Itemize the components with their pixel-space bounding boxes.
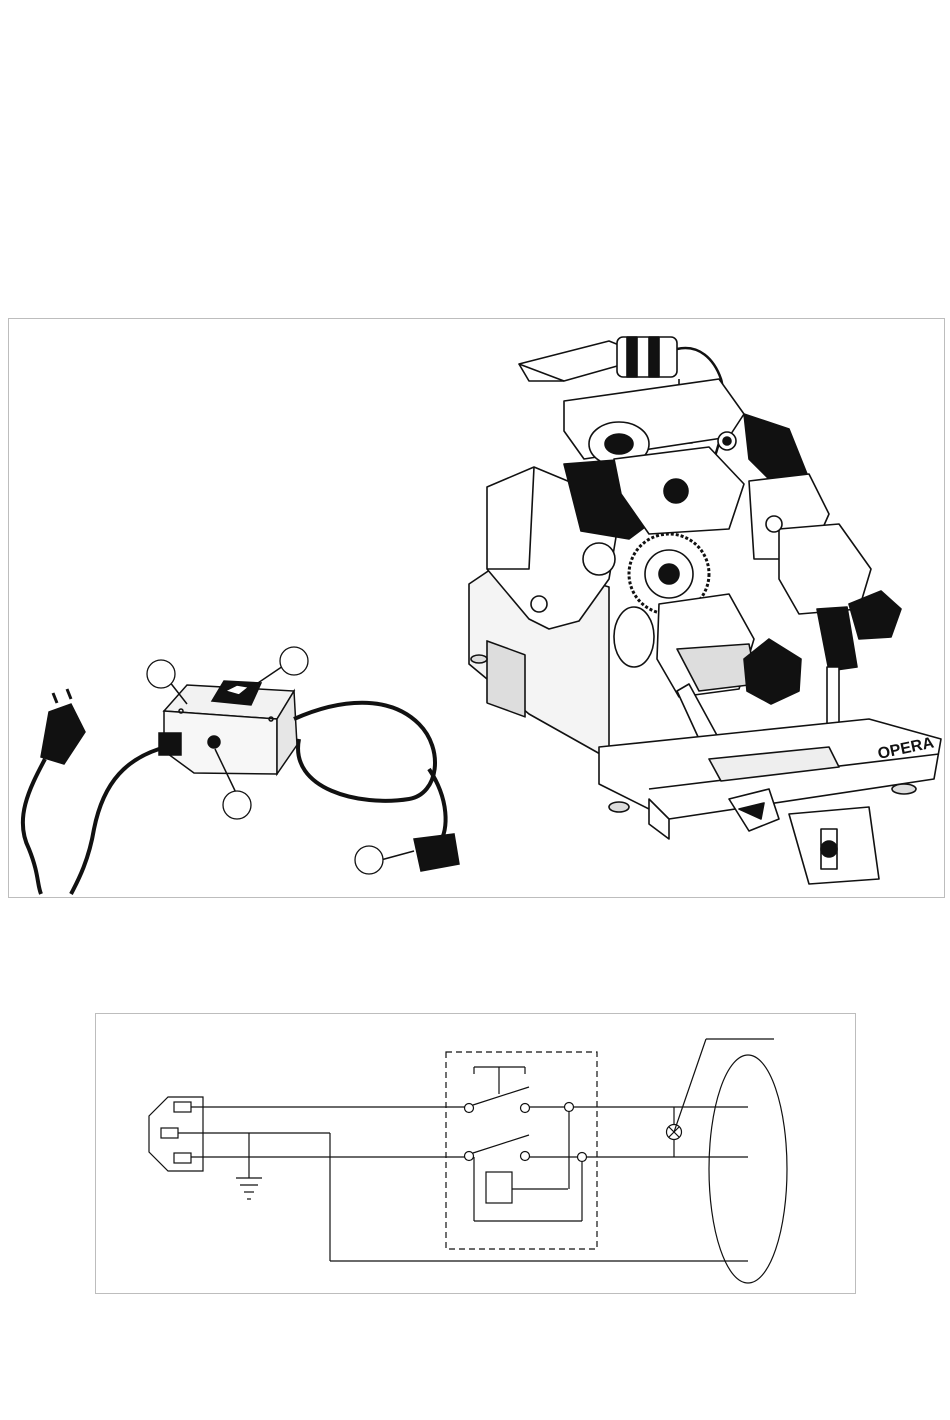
switch-terminals: [529, 1103, 587, 1222]
schuko-plug: [23, 689, 85, 894]
indicator-light: [208, 736, 220, 748]
indicator-lamp-symbol: [667, 1039, 775, 1157]
motor-symbol: [709, 1055, 787, 1283]
figure-illustration: OPERA: [9, 319, 946, 899]
key-cutting-machine: [469, 337, 941, 884]
wire-earth: [178, 1133, 748, 1261]
double-pole-switch: [465, 1067, 530, 1161]
switch-box-assembly: [23, 662, 459, 894]
output-cable-loop: [294, 703, 435, 801]
callout-switch: [280, 647, 308, 675]
output-connector: [414, 834, 459, 871]
mains-cable: [71, 749, 159, 894]
figure-panel: OPERA: [8, 318, 945, 898]
switch-enclosure: [446, 1052, 597, 1249]
iec-inlet-symbol: [149, 1097, 203, 1171]
callout-box: [147, 660, 175, 688]
wiring-diagram-panel: [95, 1013, 856, 1294]
ground-symbol: [236, 1178, 262, 1199]
callout-indicator: [223, 791, 251, 819]
relay-coil: [474, 1157, 582, 1221]
callout-connector: [355, 846, 383, 874]
wiring-diagram: [96, 1014, 857, 1295]
